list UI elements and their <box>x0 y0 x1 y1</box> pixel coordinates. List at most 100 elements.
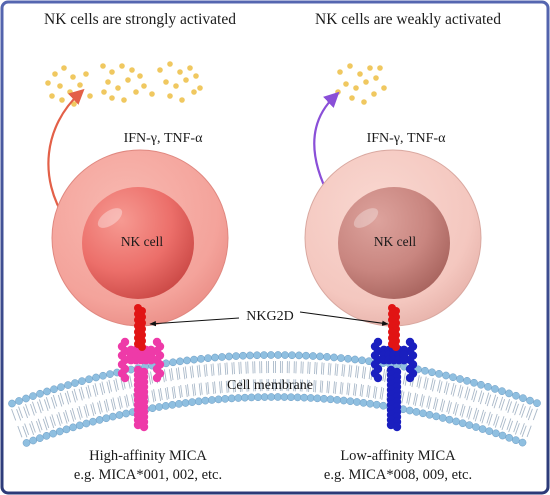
nkg2d-pointer-left <box>149 317 240 327</box>
lipid-tail <box>163 369 167 382</box>
cytokine-dot <box>367 65 373 71</box>
lipid-tail <box>78 388 83 401</box>
lipid-tail <box>83 406 88 418</box>
left-secretion-arrow-icon <box>47 88 85 221</box>
lipid-tail <box>466 388 471 401</box>
cytokine-dot <box>105 79 111 85</box>
lipid-head <box>478 425 487 433</box>
cytokine-dot <box>357 71 363 77</box>
lipid-tail <box>38 399 44 411</box>
lipid-tail <box>92 402 97 415</box>
lipid-head <box>22 394 30 403</box>
lipid-tail <box>459 403 464 416</box>
lipid-tail <box>129 375 133 388</box>
lipid-tail <box>64 392 70 405</box>
nkg2d-pointer-right <box>299 311 389 326</box>
lipid-tail <box>320 362 323 375</box>
lipid-tail <box>361 384 364 397</box>
lipid-tail <box>466 405 471 418</box>
lipid-head <box>339 396 348 405</box>
cytokine-dot <box>157 67 163 73</box>
lipid-head <box>69 423 77 432</box>
cytokine-dot <box>59 97 65 103</box>
lipid-tail <box>184 366 188 379</box>
lipid-tail <box>43 399 49 411</box>
lipid-tail <box>336 363 339 377</box>
lipid-tail <box>159 388 163 401</box>
lipid-tail <box>175 368 179 381</box>
lipid-tail <box>481 411 486 424</box>
lipid-tail <box>453 402 457 414</box>
lipid-tail <box>37 401 42 414</box>
lipid-head <box>208 396 216 404</box>
lipid-head <box>181 399 190 407</box>
lipid-tail <box>22 425 28 438</box>
lipid-tail <box>419 394 423 407</box>
lipid-tail <box>514 403 519 416</box>
lipid-tail <box>366 384 369 397</box>
lipid-tail <box>333 381 335 394</box>
lipid-head <box>465 421 474 429</box>
lipid-tail <box>153 389 157 402</box>
lipid-head <box>323 353 331 361</box>
lipid-tail <box>356 366 360 379</box>
lipid-head <box>36 434 44 442</box>
lipid-head <box>247 393 256 402</box>
cytokine-dot <box>173 83 179 89</box>
lipid-tail <box>25 404 30 416</box>
lipid-head <box>320 394 328 403</box>
lipid-head <box>211 353 219 362</box>
lipid-head <box>42 432 51 440</box>
lipid-head <box>505 433 514 442</box>
lipid-tail <box>97 402 102 415</box>
lipid-head <box>412 408 421 416</box>
lipid-head <box>358 356 366 365</box>
lipid-tail <box>359 384 363 397</box>
lipid-tail <box>170 368 174 381</box>
lipid-tail <box>532 408 538 421</box>
cytokine-dot <box>70 74 76 80</box>
lipid-head <box>519 394 527 402</box>
lipid-tail <box>71 407 76 420</box>
lipid-head <box>89 417 97 426</box>
lipid-head <box>227 394 236 403</box>
lipid-tail <box>512 401 518 413</box>
cytokine-dot <box>141 83 147 89</box>
cytokine-dot <box>377 65 383 71</box>
right-nk-nucleus <box>338 187 450 299</box>
lipid-tail <box>341 363 344 377</box>
lipid-tail <box>407 392 412 405</box>
lipid-tail <box>177 367 181 380</box>
lipid-head <box>309 352 317 360</box>
receptor-bead <box>392 343 400 351</box>
lipid-head <box>102 414 111 423</box>
lipid-head <box>273 393 282 401</box>
lipid-head <box>346 397 355 406</box>
lipid-head <box>344 354 352 363</box>
cytokine-dot <box>129 67 135 73</box>
lipid-tail <box>514 423 520 435</box>
lipid-tail <box>238 362 240 375</box>
lipid-head <box>225 352 233 361</box>
lipid-head <box>188 398 196 406</box>
lipid-head <box>168 401 177 409</box>
lipid-tail <box>421 395 425 408</box>
lipid-tail <box>85 386 90 399</box>
lipid-head <box>293 393 302 402</box>
lipid-head <box>204 354 212 362</box>
lipid-head <box>526 396 534 405</box>
lipid-head <box>49 429 58 438</box>
lipid-head <box>379 401 388 410</box>
lipid-head <box>22 439 31 447</box>
lipid-tail <box>103 400 108 413</box>
left-nk-cell: NK cell <box>51 149 229 327</box>
lipid-tail <box>168 369 172 382</box>
cytokine-dot <box>61 65 67 71</box>
lipid-tail <box>198 383 202 396</box>
lipid-head <box>300 393 309 402</box>
ligand-bead <box>152 373 162 383</box>
lipid-head <box>463 377 471 385</box>
lipid-tail <box>379 386 383 399</box>
lipid-head <box>232 352 240 360</box>
lipid-tail <box>191 384 195 397</box>
